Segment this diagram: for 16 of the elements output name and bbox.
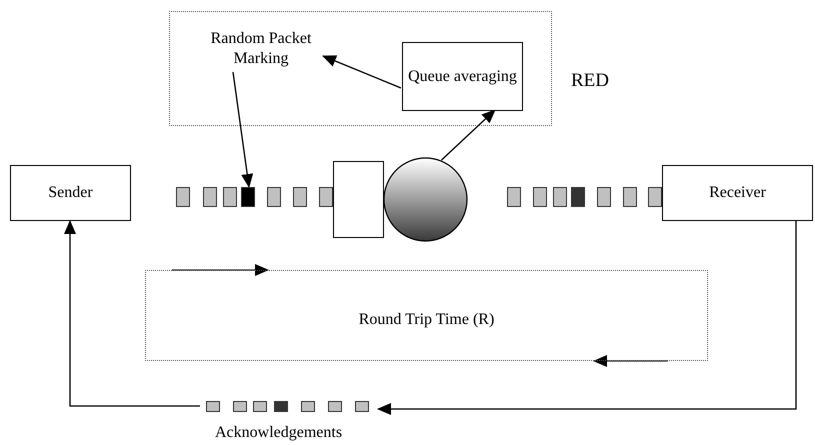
process-box: Queue averaging [402,42,523,111]
receiver-box: Receiver [662,165,813,221]
sender-box: Sender [10,165,131,221]
region-label: Round Trip Time (R) [358,311,496,329]
arrow [440,109,496,161]
arrow [377,221,797,415]
row-caption: Acknowledgements [215,424,342,442]
marked-packet-icon [241,187,255,207]
dotted-region-box [145,270,708,361]
arrow [232,72,254,188]
server-circle [383,157,468,242]
arrow [64,220,200,407]
region-label: RED [571,70,609,92]
arrow [322,55,402,89]
queue-box [333,161,384,238]
process-label: Random Packet Marking [198,29,324,73]
